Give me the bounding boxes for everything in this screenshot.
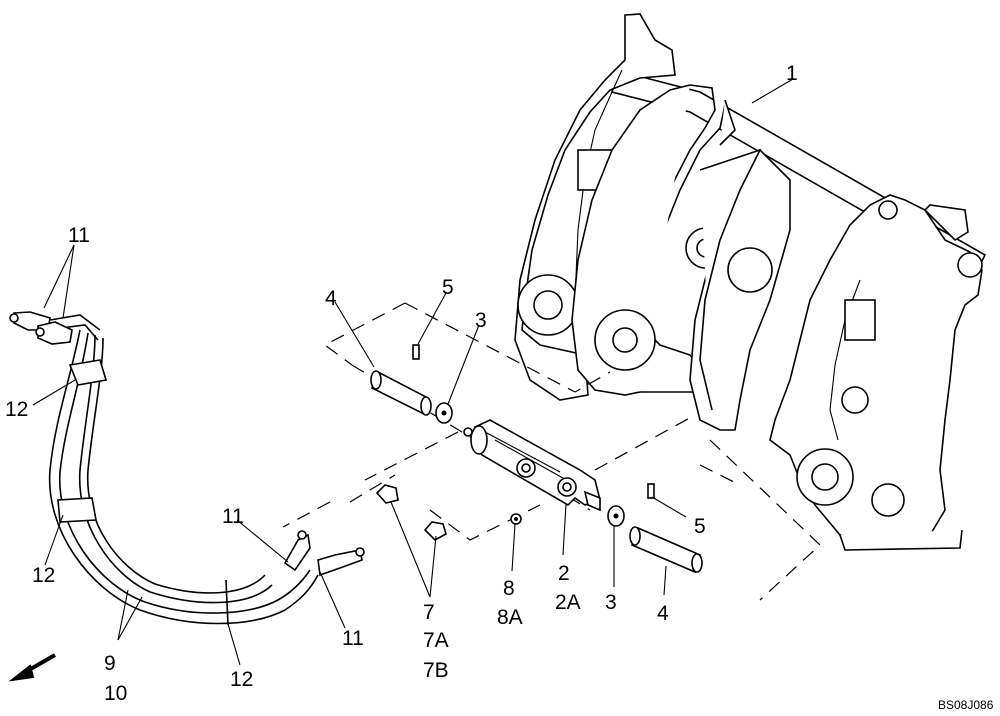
label-12-left-upper: 12	[5, 398, 28, 421]
pins-and-hardware	[370, 344, 703, 574]
drawing-code: BS08J086	[938, 698, 994, 712]
label-2: 2	[558, 562, 570, 585]
arrow-down-left-icon	[8, 653, 56, 682]
label-7b: 7B	[423, 659, 449, 682]
label-11-top: 11	[68, 224, 90, 247]
label-10: 10	[104, 682, 127, 705]
label-8: 8	[503, 577, 515, 600]
coupler-frame	[514, 13, 987, 551]
label-3-right: 3	[605, 591, 617, 614]
label-12-left-lower: 12	[32, 564, 55, 587]
hydraulic-hoses	[9, 311, 365, 626]
hydraulic-cylinder	[463, 419, 601, 512]
label-11-bottom: 11	[342, 627, 364, 650]
label-11-middle: 11	[222, 505, 244, 528]
leader-lines	[32, 78, 794, 666]
label-12-bottom: 12	[230, 668, 253, 691]
label-8a: 8A	[497, 606, 523, 629]
label-5-right: 5	[694, 515, 706, 538]
label-3-left: 3	[475, 309, 487, 332]
label-2a: 2A	[555, 591, 581, 614]
label-4-right: 4	[657, 602, 669, 625]
label-5-left: 5	[442, 276, 454, 299]
label-1: 1	[786, 62, 798, 85]
label-9: 9	[104, 652, 116, 675]
label-7a: 7A	[423, 629, 449, 652]
label-7: 7	[423, 601, 435, 624]
label-4-left: 4	[325, 287, 337, 310]
